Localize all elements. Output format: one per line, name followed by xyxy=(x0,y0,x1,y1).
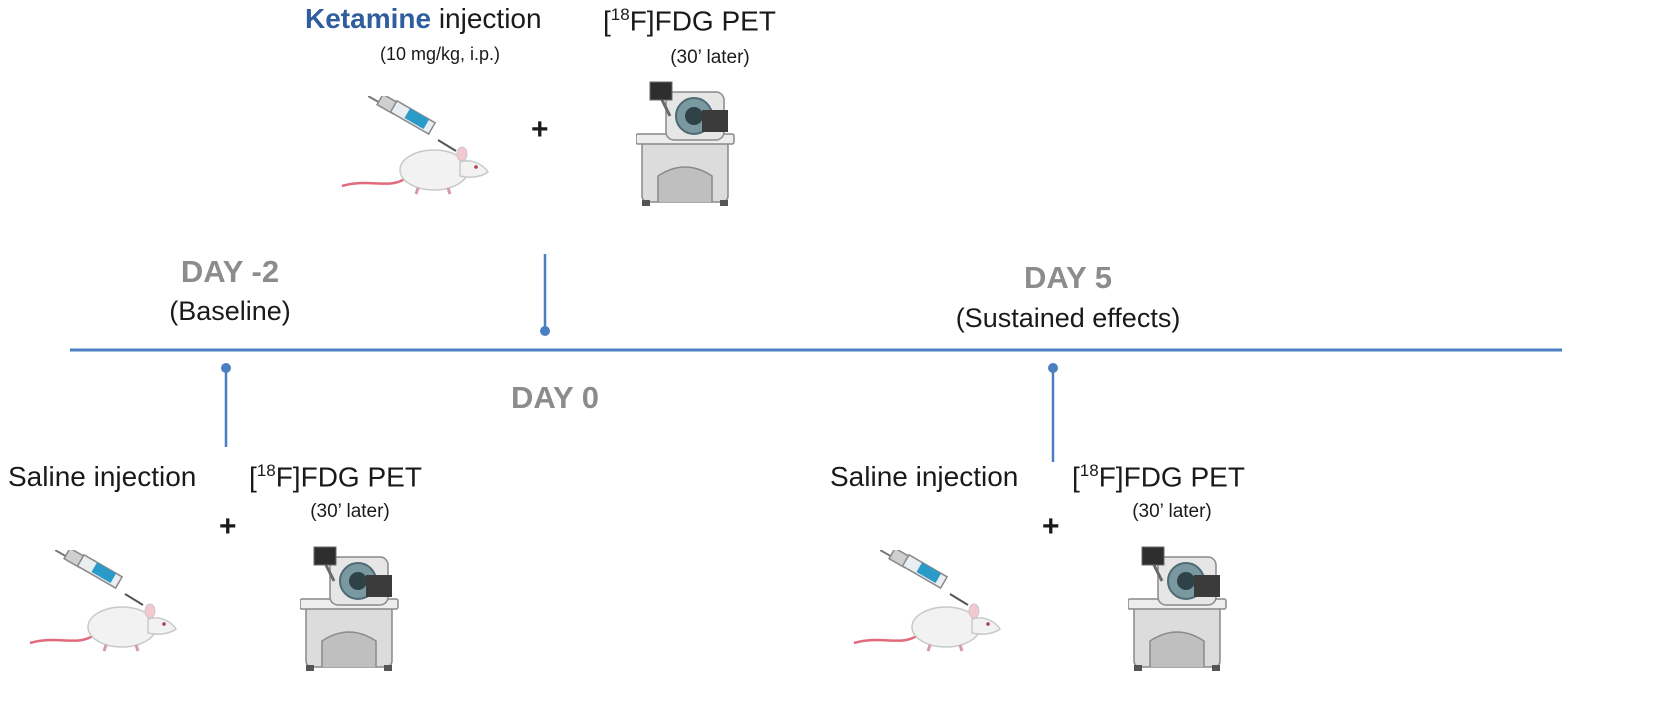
pet-label-bracket: [ xyxy=(249,461,257,493)
timeline-dot-day-minus2 xyxy=(221,363,231,373)
pet-label-day5: [18F]FDG PET xyxy=(1072,461,1245,493)
saline-injection-label-baseline: Saline injection xyxy=(8,461,197,492)
injection-word: injection xyxy=(431,3,542,34)
pet-scanner-icon xyxy=(300,545,400,673)
pet-label-bracket: [ xyxy=(1072,461,1080,493)
pet-label-bracket: [ xyxy=(603,5,611,37)
pet-label-isotope-mass: 18 xyxy=(1079,461,1099,480)
day-minus2-label: DAY -2 xyxy=(180,254,280,289)
pet-label-tracer: F]FDG PET xyxy=(275,461,422,493)
ketamine-dose: (10 mg/kg, i.p.) xyxy=(379,44,501,64)
rat-icon xyxy=(852,602,1002,653)
pet-label-isotope-mass: 18 xyxy=(610,5,630,24)
plus-sign-day5: + xyxy=(1042,510,1060,543)
ketamine-injection-label: Ketamine injection xyxy=(305,3,542,35)
plus-sign-ketamine: + xyxy=(531,113,549,146)
rat-icon xyxy=(340,145,490,196)
pet-scanner-icon xyxy=(1128,545,1228,673)
plus-sign-baseline: + xyxy=(219,510,237,543)
day-5-sublabel: (Sustained effects) xyxy=(955,303,1181,333)
pet-label-isotope-mass: 18 xyxy=(256,461,276,480)
pet-delay-baseline: (30’ later) xyxy=(310,501,390,522)
day-minus2-sublabel: (Baseline) xyxy=(169,296,291,326)
saline-injection-label-day5: Saline injection xyxy=(830,461,1019,492)
pet-label-tracer: F]FDG PET xyxy=(629,5,776,37)
day-0-label: DAY 0 xyxy=(511,380,599,415)
timeline-dot-day-5 xyxy=(1048,363,1058,373)
timeline-dot-day-0 xyxy=(540,326,550,336)
rat-icon xyxy=(28,602,178,653)
pet-label-ketamine: [18F]FDG PET xyxy=(603,5,776,37)
pet-delay-ketamine: (30’ later) xyxy=(670,47,750,68)
pet-delay-day5: (30’ later) xyxy=(1132,501,1212,522)
pet-label-baseline: [18F]FDG PET xyxy=(249,461,422,493)
pet-scanner-icon xyxy=(636,80,736,208)
ketamine-drug-name: Ketamine xyxy=(305,3,432,34)
pet-label-tracer: F]FDG PET xyxy=(1098,461,1245,493)
day-5-label: DAY 5 xyxy=(1024,260,1112,295)
